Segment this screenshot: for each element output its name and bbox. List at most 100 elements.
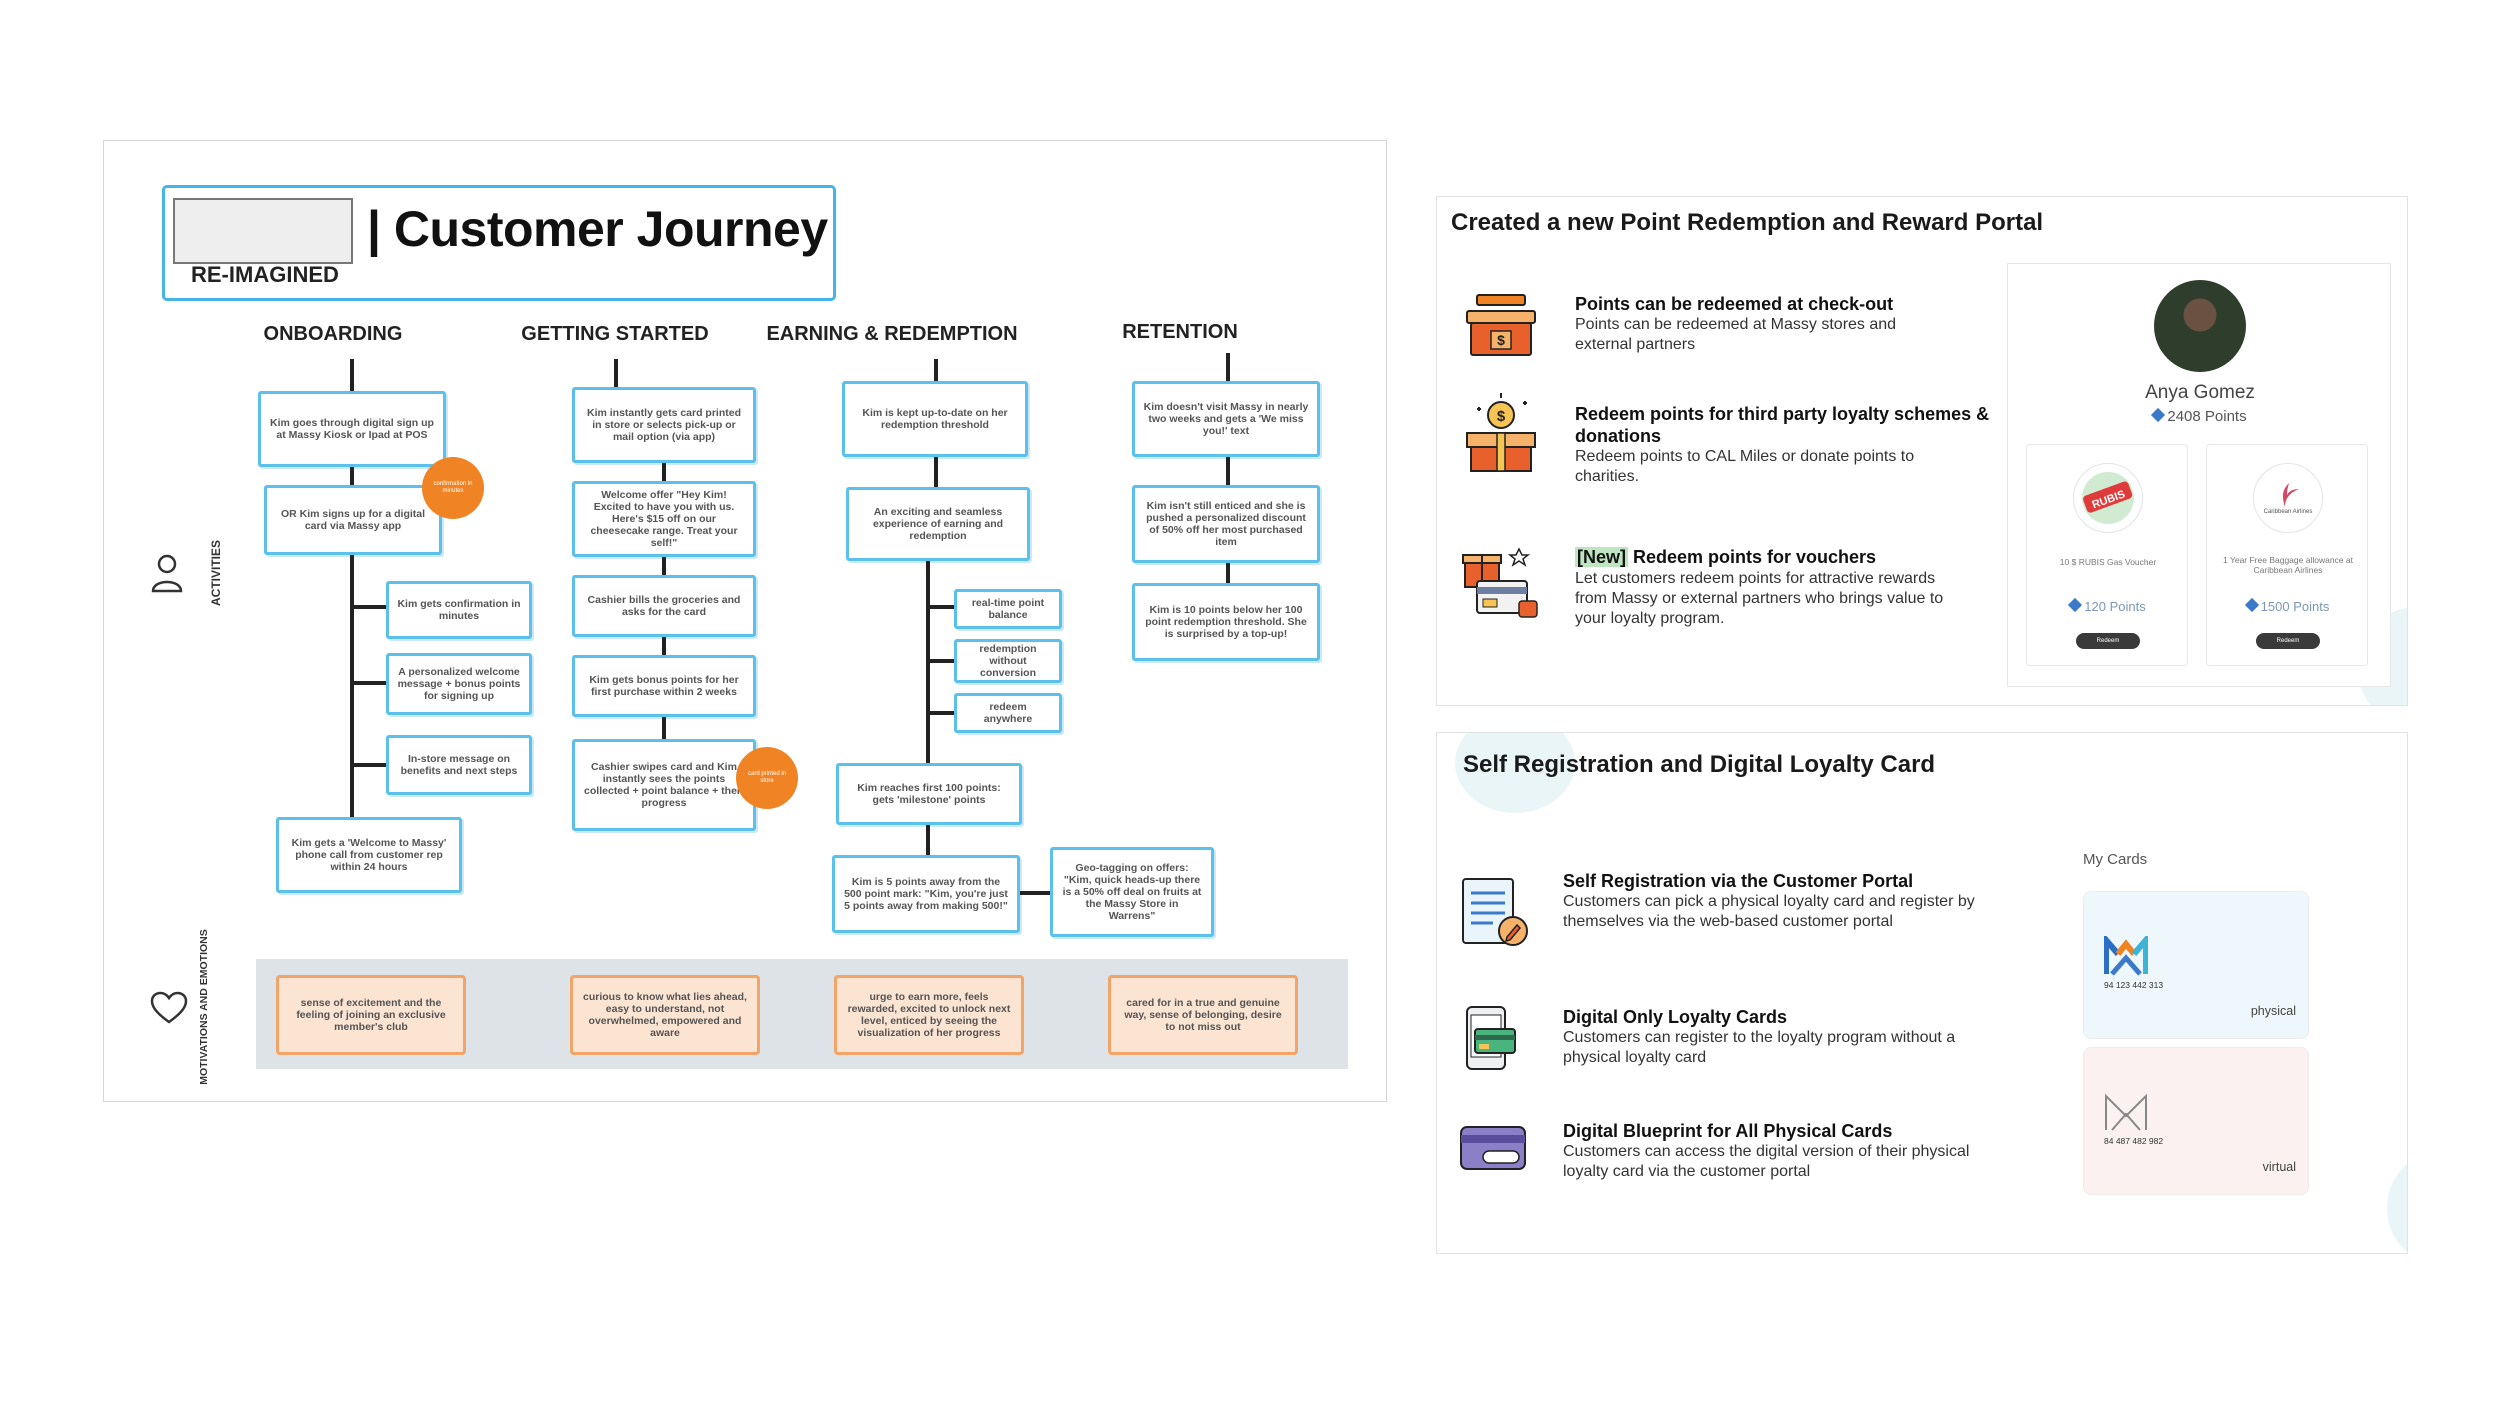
svg-text:$: $ [1497, 332, 1505, 348]
getting-started-node-3: Cashier bills the groceries and asks for… [572, 575, 756, 637]
connector [1226, 457, 1230, 485]
earning-node-4: redemption without conversion [954, 639, 1062, 683]
voucher-name: 1 Year Free Baggage allowance at Caribbe… [2223, 555, 2353, 575]
portal-feature-3-desc: Let customers redeem points for attracti… [1575, 570, 1944, 627]
connector [350, 467, 354, 485]
phase-retention: RETENTION [1122, 321, 1238, 343]
retention-node-2: Kim isn't still enticed and she is pushe… [1132, 485, 1320, 563]
onboarding-node-5: In-store message on benefits and next st… [386, 735, 532, 795]
getting-started-node-1: Kim instantly gets card printed in store… [572, 387, 756, 463]
connector [350, 605, 386, 609]
profile-points: 2408 Points [2008, 407, 2392, 425]
emotion-earning: urge to earn more, feels rewarded, excit… [834, 975, 1024, 1055]
gift-coin-icon: $ [1461, 391, 1541, 478]
decor-blob [1455, 733, 1575, 813]
connector [1020, 891, 1054, 895]
svg-text:$: $ [1497, 408, 1506, 425]
form-pencil-icon [1457, 875, 1533, 956]
card-number: 94 123 442 313 [2104, 980, 2164, 990]
self-registration-panel: Self Registration and Digital Loyalty Ca… [1436, 732, 2408, 1254]
connector [926, 561, 930, 773]
journey-title-box: | Customer Journey RE-IMAGINED [162, 185, 836, 301]
caribbean-airlines-logo: Caribbean Airlines [2253, 463, 2323, 533]
connector [614, 359, 618, 387]
portal-feature-2-desc: Redeem points to CAL Miles or donate poi… [1575, 448, 1915, 485]
journey-title: | Customer Journey [367, 201, 828, 257]
registration-title: Self Registration and Digital Loyalty Ca… [1463, 751, 1936, 778]
emotion-getting-started: curious to know what lies ahead, easy to… [570, 975, 760, 1055]
getting-started-node-2: Welcome offer "Hey Kim! Excited to have … [572, 481, 756, 557]
connector [350, 763, 386, 767]
earning-node-6: Kim reaches first 100 points: gets 'mile… [836, 763, 1022, 825]
card-number: 84 487 482 982 [2104, 1136, 2164, 1146]
onboarding-node-2: OR Kim signs up for a digital card via M… [264, 485, 442, 555]
connector [1226, 353, 1230, 381]
connector [1226, 563, 1230, 583]
earning-node-1: Kim is kept up-to-date on her redemption… [842, 381, 1028, 457]
massy-logo [2103, 931, 2149, 981]
card-type: virtual [2262, 1160, 2296, 1174]
voucher-points: 1500 Points [2207, 597, 2369, 614]
loyalty-card-physical[interactable]: 94 123 442 313 physical [2083, 891, 2309, 1039]
registration-feature-2-title: Digital Only Loyalty Cards [1563, 1007, 1788, 1027]
onboarding-highlight-bubble: confirmation in minutes [422, 457, 484, 519]
decor-blob [2387, 1153, 2407, 1253]
retention-node-3: Kim is 10 points below her 100 point red… [1132, 583, 1320, 661]
earning-node-2: An exciting and seamless experience of e… [846, 487, 1030, 561]
portal-feature-2-title: Redeem points for third party loyalty sc… [1575, 404, 1990, 446]
registration-feature-3-desc: Customers can access the digital version… [1563, 1143, 1970, 1180]
redeem-button[interactable]: Redeem [2076, 633, 2140, 649]
registration-feature-3-title: Digital Blueprint for All Physical Cards [1563, 1121, 1893, 1141]
massy-outline-logo [2104, 1092, 2148, 1137]
connector [926, 711, 962, 715]
getting-started-highlight-bubble: card printed in store [736, 747, 798, 809]
onboarding-node-3: Kim gets confirmation in minutes [386, 581, 532, 639]
connector [926, 605, 962, 609]
reward-profile-card: Anya Gomez 2408 Points RUBIS 10 $ RUBIS … [2007, 263, 2391, 687]
redeem-button[interactable]: Redeem [2256, 633, 2320, 649]
retention-node-1: Kim doesn't visit Massy in nearly two we… [1132, 381, 1320, 457]
my-cards-header: My Cards [2083, 851, 2148, 868]
row-label-activities: ACTIVITIES [209, 540, 223, 607]
connector [934, 359, 938, 381]
voucher-card-caribbean-airlines[interactable]: Caribbean Airlines 1 Year Free Baggage a… [2206, 444, 2368, 666]
diamond-icon [2151, 407, 2166, 423]
connector [350, 555, 354, 817]
card-icon [1457, 1123, 1529, 1178]
registration-feature-1-title: Self Registration via the Customer Porta… [1563, 871, 1914, 891]
avatar [2154, 280, 2246, 372]
my-cards-widget: My Cards 94 123 442 313 physical 84 487 … [2069, 841, 2321, 1225]
diamond-icon [2068, 597, 2083, 613]
onboarding-node-4: A personalized welcome message + bonus p… [386, 653, 532, 715]
earning-node-5: redeem anywhere [954, 693, 1062, 733]
registration-feature-2-desc: Customers can register to the loyalty pr… [1563, 1029, 1956, 1066]
journey-subtitle: RE-IMAGINED [191, 262, 339, 287]
connector [662, 463, 666, 481]
portal-feature-1-desc: Points can be redeemed at Massy stores a… [1575, 316, 1897, 353]
profile-name: Anya Gomez [2145, 382, 2255, 403]
rubis-logo: RUBIS [2073, 463, 2143, 533]
row-label-motivations: MOTIVATIONS AND EMOTIONS [198, 929, 210, 1085]
voucher-name: 10 $ RUBIS Gas Voucher [2059, 557, 2157, 567]
emotion-onboarding: sense of excitement and the feeling of j… [276, 975, 466, 1055]
earning-node-3: real-time point balance [954, 589, 1062, 629]
earning-node-8: Geo-tagging on offers: "Kim, quick heads… [1050, 847, 1214, 937]
earning-node-7: Kim is 5 points away from the 500 point … [832, 855, 1020, 933]
phone-card-icon [1459, 1005, 1523, 1076]
diamond-icon [2244, 597, 2259, 613]
connector [662, 637, 666, 655]
connector [662, 717, 666, 739]
portal-feature-3-title: [New] Redeem points for vouchers [1575, 547, 1877, 567]
loyalty-card-virtual[interactable]: 84 487 482 982 virtual [2083, 1047, 2309, 1195]
voucher-card-rubis[interactable]: RUBIS 10 $ RUBIS Gas Voucher 120 Points … [2026, 444, 2188, 666]
connector [926, 659, 962, 663]
getting-started-node-5: Cashier swipes card and Kim instantly se… [572, 739, 756, 831]
registration-feature-1-desc: Customers can pick a physical loyalty ca… [1563, 893, 1975, 930]
portal-feature-1-title: Points can be redeemed at check-out [1575, 294, 1894, 314]
card-type: physical [2250, 1004, 2296, 1018]
voucher-points: 120 Points [2027, 597, 2189, 614]
brand-logo-placeholder [173, 198, 353, 264]
customer-journey-diagram: | Customer Journey RE-IMAGINED ONBOARDIN… [103, 140, 1387, 1102]
onboarding-node-6: Kim gets a 'Welcome to Massy' phone call… [276, 817, 462, 893]
phase-getting-started: GETTING STARTED [521, 323, 709, 345]
